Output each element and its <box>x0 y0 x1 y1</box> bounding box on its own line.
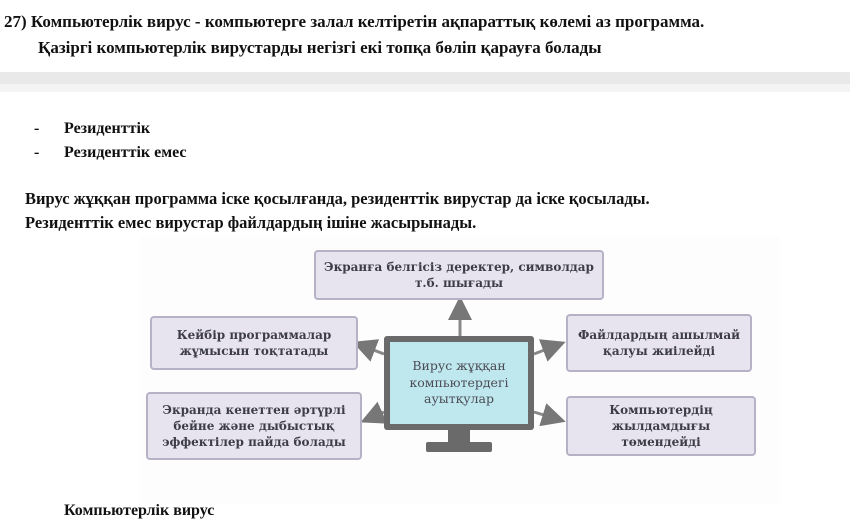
footer-caption: Компьютерлік вирус <box>64 502 215 519</box>
monitor-stand-base <box>426 442 492 452</box>
bullet-dash: - <box>34 144 40 161</box>
monitor-icon: Вирус жұққан компьютердегі ауытқулар <box>384 336 534 430</box>
symptom-box-right-bottom: Компьютердің жылдамдығы төмендейді <box>566 396 756 456</box>
monitor-stand-neck <box>448 430 470 444</box>
arrow-to-right-bottom <box>533 403 566 427</box>
symptom-box-left-bottom: Экранда кенеттен әртүрлі бейне және дыбы… <box>146 392 362 460</box>
paragraph-line-1: Вирус жұққан программа іске қосылғанда, … <box>25 189 650 208</box>
bullet-dash: - <box>34 120 40 137</box>
bullet-text: Резиденттік емес <box>64 144 187 161</box>
bullet-item: - Резиденттік <box>34 120 150 138</box>
arrow-to-left-top <box>352 339 385 362</box>
bullet-item: - Резиденттік емес <box>34 144 187 162</box>
question-header-band <box>0 0 850 100</box>
symptom-box-right-top: Файлдардың ашылмай қалуы жиілейді <box>566 314 752 372</box>
diagram-arrows <box>352 296 566 427</box>
symptom-box-top: Экранға белгісіз деректер, символдар т.б… <box>314 250 604 300</box>
arrow-to-right-top <box>533 339 566 362</box>
question-line-2: Қазіргі компьютерлік вирустарды негізгі … <box>38 38 602 57</box>
monitor-screen-text: Вирус жұққан компьютердегі ауытқулар <box>390 342 528 424</box>
paragraph-line-2: Резиденттік емес вирустар файлдардың іші… <box>25 213 477 232</box>
bullet-text: Резиденттік <box>64 120 151 137</box>
virus-symptoms-diagram: Экранға белгісіз деректер, символдар т.б… <box>140 236 780 504</box>
question-line-1: 27) Компьютерлік вирус - компьютерге зал… <box>4 12 705 31</box>
symptom-box-left-top: Кейбір программалар жұмысын тоқтатады <box>150 316 358 370</box>
arrow-to-left-bottom <box>360 401 388 424</box>
